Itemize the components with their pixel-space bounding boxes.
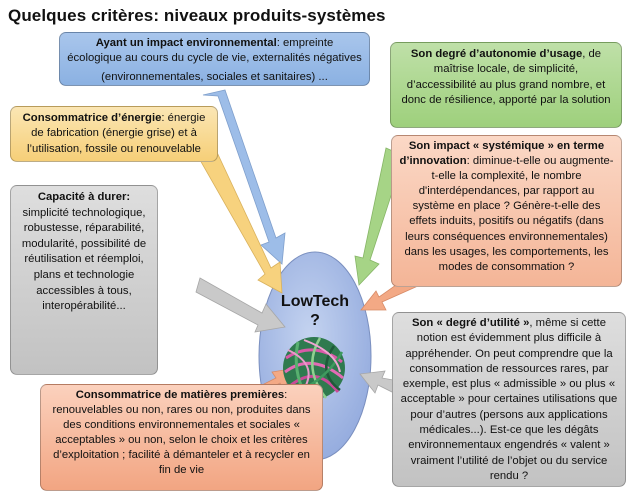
matieres-text: : renouvelables ou non, rares ou non, pr… [52,389,311,476]
energie-title: Consommatrice d’énergie [22,112,162,124]
lowtech-line2: ? [310,312,320,329]
box-impact-systemique: Son impact « systémique » en terme d’inn… [391,135,622,287]
impact-title: Ayant un impact environnemental [95,37,277,49]
box-consommatrice-energie: Consommatrice d’énergie: énergie de fabr… [10,106,218,162]
lowtech-label: LowTech ? [270,292,360,330]
box-degre-utilite: Son « degré d’utilité », même si cette n… [392,312,626,487]
box-capacite-durer: Capacité à durer: simplicité technologiq… [10,185,158,375]
box-impact-environnemental: Ayant un impact environnemental: emprein… [59,32,370,86]
impact-text: : empreinte écologique au cours du cycle… [67,37,362,65]
box-matieres-premieres: Consommatrice de matières premières: ren… [40,384,323,491]
box-autonomie-usage: Son degré d’autonomie d’usage, de maîtri… [390,42,622,128]
durer-title: Capacité à durer: [37,191,131,203]
energie-text: : énergie de fabrication (énergie grise)… [27,112,206,155]
diagram-title: Quelques critères: niveaux produits-syst… [8,6,386,25]
arrow-energie [199,147,283,294]
arrow-durer [195,277,286,333]
autonomie-title: Son degré d’autonomie d’usage [410,48,583,60]
autonomie-text: , de maîtrise locale, de simplicité, d’a… [401,48,611,107]
utilite-text: , même si cette notion est évidemment pl… [400,317,618,482]
utilite-title: Son « degré d’utilité » [412,317,530,329]
durer-text: simplicité technologique, robustesse, ré… [21,206,147,313]
lowtech-line1: LowTech [280,293,350,310]
impact-line2: (environnementales, sociales et sanitair… [101,70,328,83]
systemique-text: : diminue-t-elle ou augmente-t-elle la c… [404,155,614,273]
arrow-impact [202,89,286,265]
matieres-title: Consommatrice de matières premières [75,389,285,401]
systemique-title: Son impact « systémique » en terme d’inn… [399,140,605,168]
